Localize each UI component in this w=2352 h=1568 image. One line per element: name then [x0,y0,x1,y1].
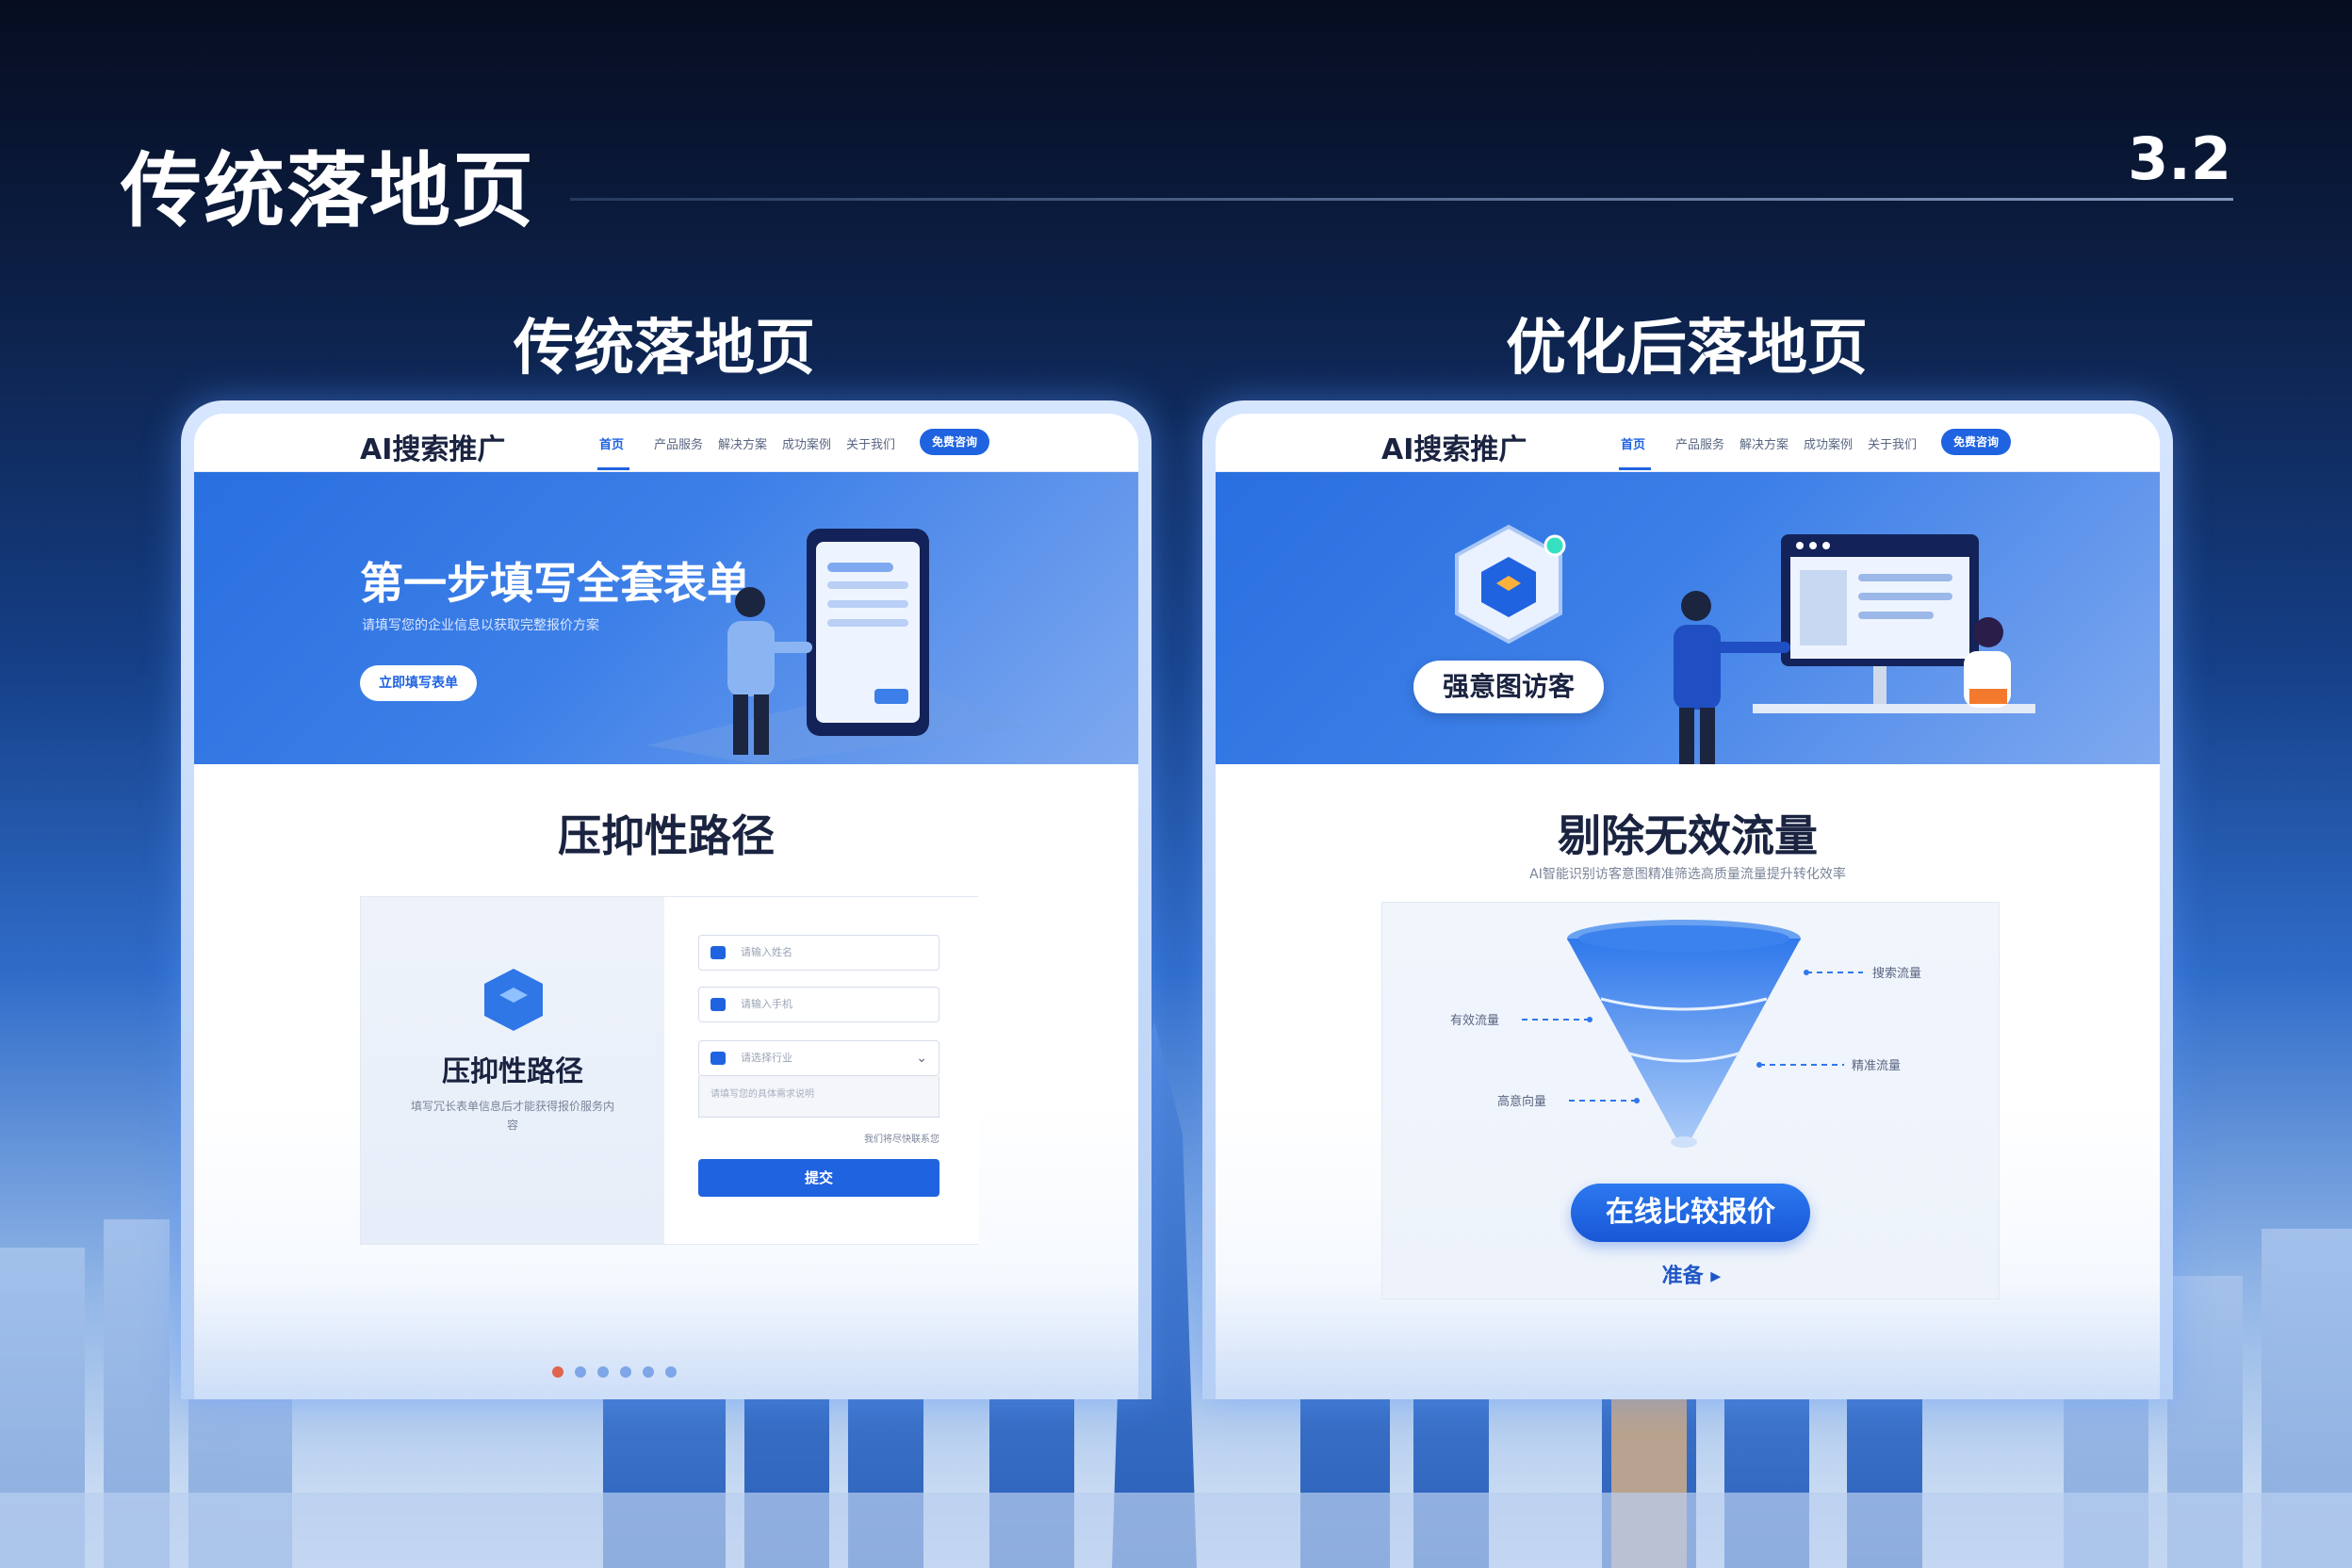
slide-number: 3.2 [2128,124,2231,193]
funnel-label-top: 搜索流量 [1872,967,1922,981]
right-nav-solutions[interactable]: 解决方案 [1740,438,1789,452]
pagination-dot[interactable] [597,1366,609,1378]
optimized-landing-page-mockup: AI搜索推广 首页 产品服务 解决方案 成功案例 关于我们 免费咨询 强意图访客 [1202,400,2173,1399]
right-hero-banner: 强意图访客 [1216,472,2160,764]
briefcase-icon [710,1052,726,1065]
lead-form-card: 压抑性路径 填写冗长表单信息后才能获得报价服务内容 请输入姓名 请输入手机 请选… [360,896,979,1245]
phone-field[interactable]: 请输入手机 [698,987,939,1022]
left-navbar: AI搜索推广 首页 产品服务 解决方案 成功案例 关于我们 免费咨询 [194,414,1138,472]
requirements-textarea[interactable]: 请填写您的具体需求说明 [698,1076,939,1118]
team-at-monitor-illustration [1674,534,2035,764]
save-icon [710,946,726,959]
left-hero-button[interactable]: 立即填写表单 [360,665,477,701]
funnel-label-right-middle: 精准流量 [1852,1059,1902,1073]
funnel-label-left-lower: 高意向量 [1497,1095,1547,1109]
right-column-heading: 优化后落地页 [1506,314,1868,384]
person-with-phone-illustration [646,529,1023,764]
pagination-dot[interactable] [665,1366,677,1378]
funnel-label-connectors [1522,970,1863,1103]
right-section-title: 剔除无效流量 [1558,810,1818,861]
left-nav-active-indicator [597,467,629,470]
left-column-heading: 传统落地页 [514,314,815,384]
left-hero-title: 第一步填写全套表单 [360,558,750,609]
right-screen: AI搜索推广 首页 产品服务 解决方案 成功案例 关于我们 免费咨询 强意图访客 [1216,414,2160,1399]
card-icon [710,998,726,1011]
carousel-pagination[interactable] [552,1364,688,1381]
left-nav-about[interactable]: 关于我们 [846,438,896,452]
form-card-description: 填写冗长表单信息后才能获得报价服务内容 [410,1100,614,1132]
ready-link[interactable]: 准备 ▸ [1661,1265,1722,1288]
pagination-dot[interactable] [620,1366,631,1378]
left-nav-cta-button[interactable]: 免费咨询 [920,429,989,455]
name-field-placeholder: 请输入姓名 [741,946,792,958]
left-hero-subtitle: 请填写您的企业信息以获取完整报价方案 [362,618,599,633]
pagination-dot[interactable] [643,1366,654,1378]
right-nav-home[interactable]: 首页 [1621,438,1646,452]
form-note: 我们将尽快联系您 [864,1135,939,1145]
left-section-title: 压抑性路径 [558,810,775,861]
left-hero-banner: 第一步填写全套表单 请填写您的企业信息以获取完整报价方案 立即填写表单 [194,472,1138,764]
intent-visitor-badge: 强意图访客 [1413,661,1604,713]
funnel-label-left-upper: 有效流量 [1450,1014,1500,1028]
left-nav-cases[interactable]: 成功案例 [782,438,832,452]
right-nav-products[interactable]: 产品服务 [1675,438,1725,452]
slide-title: 传统落地页 [121,144,535,238]
industry-select[interactable]: 请选择行业 ⌄ [698,1040,939,1076]
hexagon-target-icon [1455,524,1566,645]
cube-icon [484,969,543,1031]
right-nav-active-indicator [1619,467,1651,470]
right-navbar: AI搜索推广 首页 产品服务 解决方案 成功案例 关于我们 免费咨询 [1216,414,2160,472]
left-nav-home[interactable]: 首页 [599,438,625,452]
form-card-heading: 压抑性路径 [442,1055,583,1088]
funnel-icon [1567,920,1801,1148]
form-card-fields-panel: 请输入姓名 请输入手机 请选择行业 ⌄ 请填写您的具体需求说明 我们将尽快联系您… [664,897,979,1244]
right-nav-cta-button[interactable]: 免费咨询 [1941,429,2011,455]
compare-quote-button[interactable]: 在线比较报价 [1571,1184,1810,1242]
traffic-funnel-card: 搜索流量 有效流量 精准流量 高意向量 在线比较报价 准备 ▸ [1381,902,2000,1299]
phone-field-placeholder: 请输入手机 [741,998,792,1010]
form-card-info-panel: 压抑性路径 填写冗长表单信息后才能获得报价服务内容 [361,897,664,1244]
name-field[interactable]: 请输入姓名 [698,935,939,971]
left-nav-products[interactable]: 产品服务 [654,438,704,452]
title-divider [570,198,2233,201]
pagination-dot[interactable] [575,1366,586,1378]
industry-select-placeholder: 请选择行业 [741,1052,792,1064]
left-brand-logo: AI搜索推广 [360,433,506,466]
right-nav-cases[interactable]: 成功案例 [1804,438,1854,452]
left-nav-solutions[interactable]: 解决方案 [718,438,768,452]
submit-button[interactable]: 提交 [698,1159,939,1197]
right-section-subtitle: AI智能识别访客意图精准筛选高质量流量提升转化效率 [1529,867,1846,882]
right-nav-about[interactable]: 关于我们 [1868,438,1918,452]
pagination-dot[interactable] [552,1366,564,1378]
right-brand-logo: AI搜索推广 [1381,433,1527,466]
chevron-down-icon: ⌄ [916,1051,927,1066]
left-screen: AI搜索推广 首页 产品服务 解决方案 成功案例 关于我们 免费咨询 第一步填写… [194,414,1138,1399]
traditional-landing-page-mockup: AI搜索推广 首页 产品服务 解决方案 成功案例 关于我们 免费咨询 第一步填写… [181,400,1152,1399]
